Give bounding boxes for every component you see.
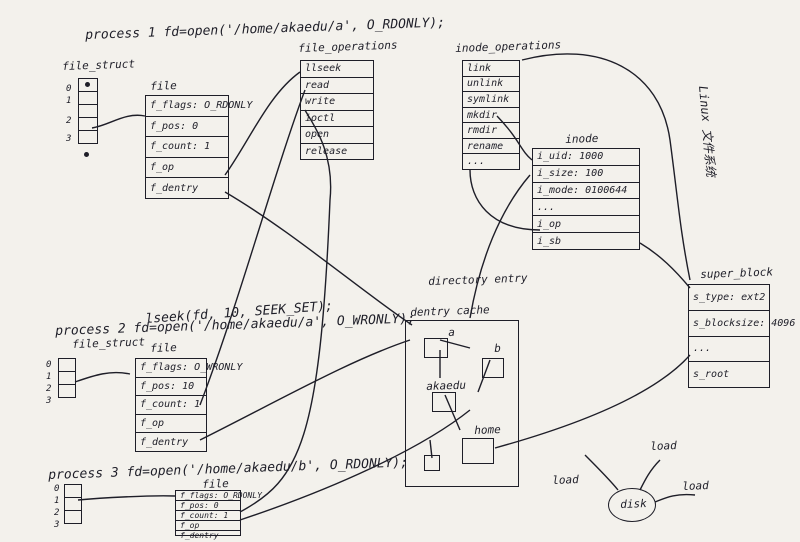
file2-field: f_pos: 10 bbox=[136, 378, 206, 397]
iops-entry: ... bbox=[467, 156, 486, 168]
dentry-node-home-label: home bbox=[474, 423, 501, 437]
iops-entry: symlink bbox=[463, 92, 519, 108]
fd-index-0: 0 bbox=[66, 84, 72, 94]
file3-field: f_count: 1 bbox=[176, 511, 240, 521]
dentry-node-b-label: b bbox=[494, 341, 502, 355]
inode-label: inode bbox=[565, 131, 599, 146]
disk-label: disk bbox=[620, 497, 647, 511]
file2-field: f_flags: O_WRONLY bbox=[136, 359, 242, 378]
fd-index-1: 1 bbox=[46, 372, 52, 382]
file-label-3: file bbox=[202, 477, 229, 491]
fd-index-3: 3 bbox=[66, 134, 72, 144]
inode-field: ... bbox=[533, 199, 639, 217]
file3-field: f_op bbox=[176, 521, 240, 531]
fd-index-3: 3 bbox=[46, 396, 52, 406]
sb-field: s_root bbox=[693, 369, 730, 381]
load-label-2: load bbox=[650, 439, 677, 453]
dentry-cache-box bbox=[405, 320, 519, 487]
dentry-node-akaedu-label: akaedu bbox=[426, 378, 467, 393]
file1-field: f_count: 1 bbox=[146, 137, 228, 158]
fd-table-3 bbox=[64, 484, 82, 524]
file-struct-box-2: f_flags: O_WRONLY f_pos: 10 f_count: 1 f… bbox=[135, 358, 242, 452]
load-label-1: load bbox=[552, 473, 579, 487]
fd-index-2: 2 bbox=[66, 116, 72, 126]
inode-field: i_op bbox=[533, 216, 639, 234]
file-label-2: file bbox=[150, 341, 177, 355]
inode-operations-box: link unlink symlink mkdir rmdir rename .… bbox=[462, 60, 520, 170]
file1-field: f_op bbox=[146, 158, 228, 179]
inode-field: i_uid: 1000 bbox=[533, 149, 639, 166]
dentry-cache-label: dentry cache bbox=[410, 303, 490, 319]
file-operations-box: llseek read write ioctl open release bbox=[300, 60, 374, 160]
file-struct-label-1: file_struct bbox=[62, 57, 136, 73]
iops-entry: mkdir bbox=[463, 108, 519, 124]
disk-icon bbox=[608, 488, 656, 522]
fops-entry: write bbox=[301, 94, 373, 111]
fd-table-1 bbox=[78, 78, 98, 144]
file1-field: f_flags: O_RDONLY bbox=[146, 96, 252, 117]
load-label-3: load bbox=[682, 479, 709, 493]
fd-index-3: 3 bbox=[54, 520, 60, 530]
dentry-node-a bbox=[424, 338, 448, 358]
super-block-box: s_type: ext2 s_blocksize: 4096 ... s_roo… bbox=[688, 284, 795, 388]
file-struct-box-1: f_flags: O_RDONLY f_pos: 0 f_count: 1 f_… bbox=[145, 95, 252, 199]
inode-field: i_mode: 0100644 bbox=[533, 183, 639, 200]
sb-field: ... bbox=[689, 337, 769, 363]
sb-field: s_type: ext2 bbox=[689, 285, 769, 311]
super-block-label: super_block bbox=[700, 265, 774, 281]
fd-index-2: 2 bbox=[54, 508, 60, 518]
dentry-node-b bbox=[482, 358, 504, 378]
file-struct-label-2: file_struct bbox=[72, 335, 146, 351]
dentry-node-root bbox=[424, 455, 440, 471]
fops-entry: release bbox=[305, 145, 348, 157]
fops-entry: open bbox=[301, 127, 373, 144]
fd-index-1: 1 bbox=[66, 96, 72, 106]
iops-entry: rmdir bbox=[463, 123, 519, 139]
fd-table-2 bbox=[58, 358, 76, 398]
fd-index-0: 0 bbox=[46, 360, 52, 370]
dentry-node-a-label: a bbox=[448, 325, 456, 339]
fd-index-0: 0 bbox=[54, 484, 60, 494]
file3-field: f_dentry bbox=[180, 531, 219, 540]
file-struct-box-3: f_flags: O_RDONLY f_pos: 0 f_count: 1 f_… bbox=[175, 490, 262, 540]
dentry-node-akaedu bbox=[432, 392, 456, 412]
fd-table-1-tail bbox=[84, 152, 89, 157]
iops-entry: rename bbox=[463, 139, 519, 155]
fops-entry: read bbox=[301, 78, 373, 94]
inode-field: i_sb bbox=[537, 235, 562, 247]
fd-index-2: 2 bbox=[46, 384, 52, 394]
fd-index-1: 1 bbox=[54, 496, 60, 506]
file3-field: f_pos: 0 bbox=[176, 501, 240, 511]
file2-field: f_op bbox=[136, 415, 206, 434]
file1-field: f_pos: 0 bbox=[146, 117, 228, 138]
file3-field: f_flags: O_RDONLY bbox=[176, 491, 262, 501]
sb-field: s_blocksize: 4096 bbox=[689, 311, 795, 337]
dentry-node-home bbox=[462, 438, 494, 464]
iops-entry: link bbox=[463, 61, 519, 77]
file1-field: f_dentry bbox=[150, 182, 199, 194]
file2-field: f_count: 1 bbox=[136, 396, 206, 415]
fops-entry: llseek bbox=[301, 61, 373, 78]
inode-field: i_size: 100 bbox=[533, 166, 639, 183]
file2-field: f_dentry bbox=[140, 436, 189, 448]
fd-table-1-marker bbox=[85, 82, 90, 87]
file-label-1: file bbox=[150, 79, 177, 93]
fops-entry: ioctl bbox=[301, 111, 373, 127]
inode-box: i_uid: 1000 i_size: 100 i_mode: 0100644 … bbox=[532, 148, 640, 250]
iops-entry: unlink bbox=[463, 77, 519, 93]
